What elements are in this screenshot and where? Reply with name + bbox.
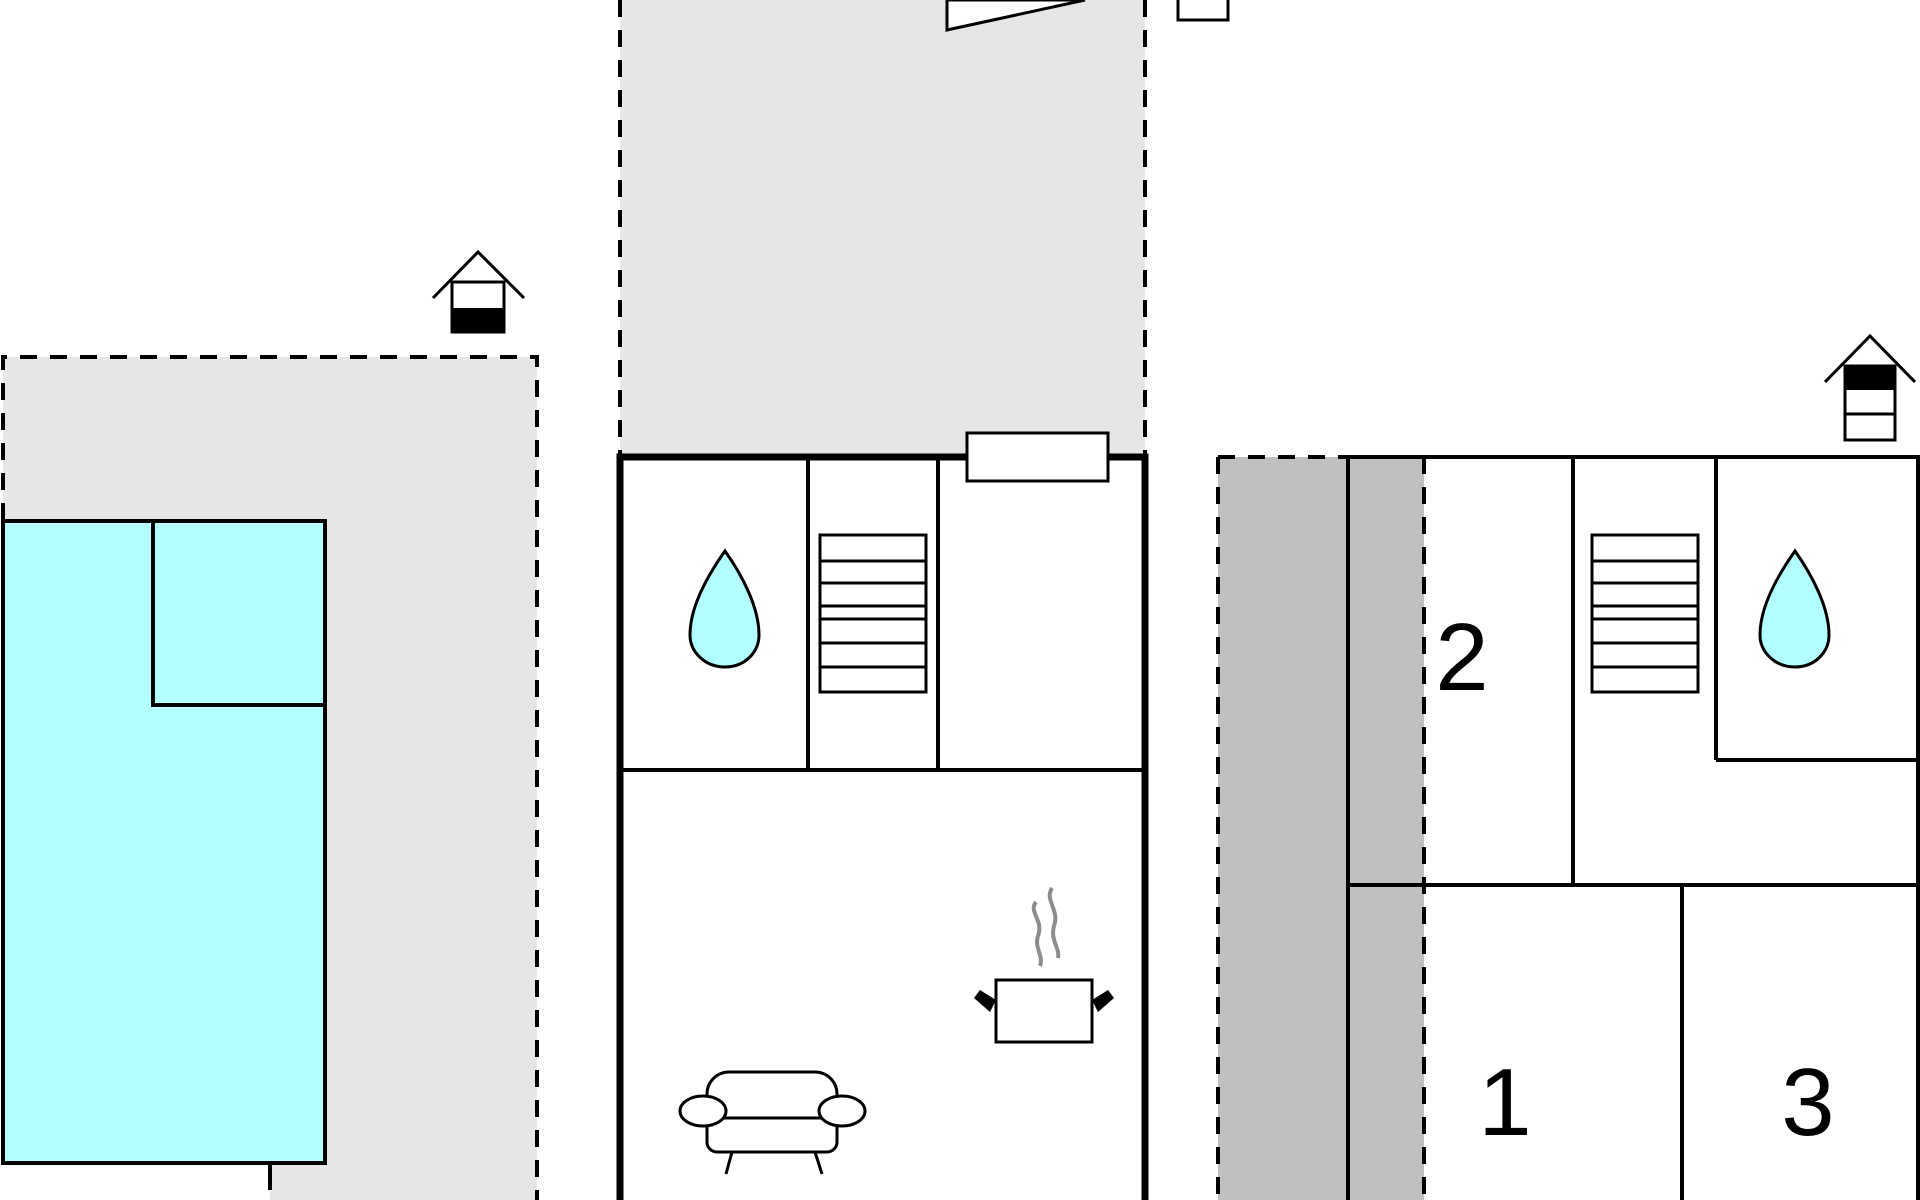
house-entrance-icon (431, 249, 526, 334)
room-number-3: 3 (1781, 1049, 1834, 1156)
water-drop-icon (688, 548, 761, 669)
carport (1216, 455, 1426, 1200)
middle-terrace (618, 0, 1230, 455)
house-entrance-icon (1176, 0, 1230, 22)
pool-shallow-section (151, 521, 325, 707)
room-number-2: 2 (1435, 604, 1488, 711)
terrace-boundary (1, 355, 539, 1200)
terrace-area (620, 0, 1145, 455)
stairs-icon (818, 533, 928, 694)
outer-wall (1346, 455, 1920, 1200)
room-number-1: 1 (1478, 1049, 1531, 1156)
water-drop-icon (1758, 548, 1831, 669)
right-building (1346, 455, 1920, 1200)
pool-basin (1, 519, 327, 1165)
stairs-icon (1590, 533, 1700, 694)
stove-pot-icon (974, 886, 1114, 1044)
carport-area (1218, 457, 1424, 1200)
door-swing (945, 0, 1086, 32)
window (965, 431, 1110, 483)
pool (1, 519, 327, 1190)
house-entrance-icon (1823, 333, 1917, 442)
sofa-icon (678, 1070, 867, 1175)
